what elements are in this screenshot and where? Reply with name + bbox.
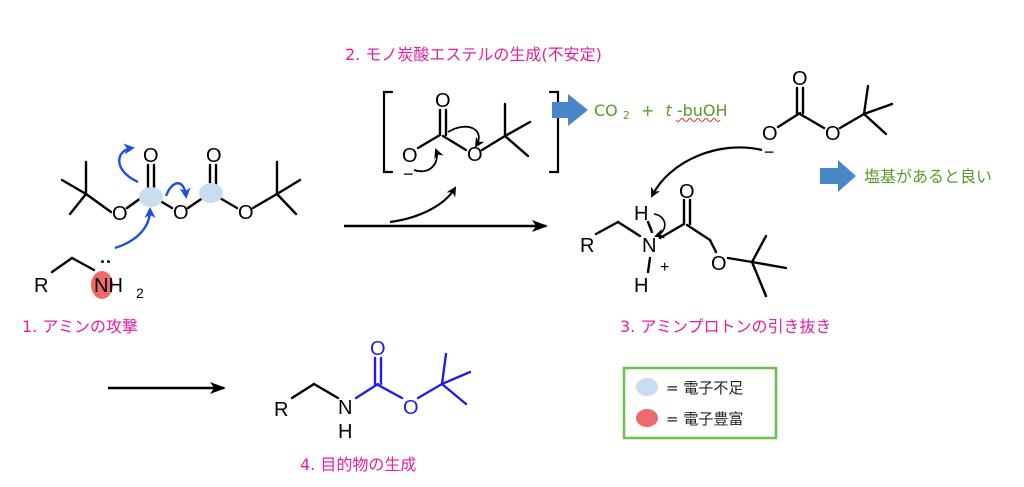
tert-butoxy-carbonate-anion: O − O O bbox=[762, 68, 894, 162]
svg-text:CO 2 + t: CO 2 + t -buOH bbox=[594, 101, 728, 123]
byproducts: CO 2 + t -buOH bbox=[594, 101, 728, 123]
flow-arrow-byproduct bbox=[552, 94, 588, 126]
arrow-nh-bond bbox=[653, 213, 666, 239]
amine-reactant: R NH 2 ·· bbox=[34, 252, 144, 301]
step2-label: 2. モノ炭酸エステルの生成(不安定) bbox=[345, 45, 602, 64]
atom-o-carbonyl-step3-product: O bbox=[679, 181, 695, 203]
step4-label: 4. 目的物の生成 bbox=[300, 455, 416, 474]
atom-h-bottom: H bbox=[634, 275, 648, 297]
electron-deficient-marker-1 bbox=[139, 187, 163, 207]
tbu-italic: t bbox=[665, 101, 672, 120]
atom-o-carbonyl-step3: O bbox=[792, 68, 808, 90]
anion-charge: − bbox=[403, 164, 414, 184]
lone-pair: ·· bbox=[100, 252, 112, 272]
arrow-bond-cleavage bbox=[164, 182, 191, 199]
nh2-subscript: 2 bbox=[136, 285, 144, 301]
boc-anhydride: O O O O O bbox=[60, 145, 302, 225]
atom-h-top: H bbox=[634, 203, 648, 225]
atom-o-anion: O bbox=[402, 145, 418, 167]
atom-n-product: N bbox=[338, 397, 352, 419]
atom-h-product: H bbox=[338, 421, 352, 443]
co2-subscript: 2 bbox=[623, 109, 630, 122]
legend-swatch-rich bbox=[636, 409, 658, 427]
atom-o-ester-step3-product: O bbox=[711, 253, 727, 275]
legend: = 電子不足 = 電子豊富 bbox=[622, 366, 778, 440]
plus-sign: + bbox=[641, 101, 654, 120]
step3-label: 3. アミンプロトンの引き抜き bbox=[620, 317, 832, 336]
atom-o-right-ester: O bbox=[238, 202, 254, 224]
arrow-carbonyl-to-oxygen bbox=[118, 143, 139, 184]
step1-label: 1. アミンの攻撃 bbox=[22, 317, 138, 336]
atom-n-ammonium: N bbox=[642, 235, 656, 257]
legend-swatch-deficient bbox=[636, 378, 658, 396]
atom-o-carbonyl-product: O bbox=[370, 338, 386, 360]
atom-r-step3: R bbox=[580, 235, 594, 257]
branch-arrow-to-intermediate bbox=[389, 186, 457, 224]
atom-o-left-ester: O bbox=[112, 203, 128, 225]
arrow-decarboxylation bbox=[447, 125, 485, 148]
ammonium-carbamate: R N H H + O O bbox=[580, 181, 788, 298]
ammonium-charge: + bbox=[660, 259, 669, 276]
anion-charge-step3: − bbox=[764, 142, 775, 162]
atom-o-carbonyl-1: O bbox=[143, 145, 159, 167]
boc-protected-amine: R N H O O bbox=[274, 338, 472, 443]
legend-deficient: = 電子不足 bbox=[666, 379, 743, 397]
arrow-deprotonation bbox=[651, 146, 763, 198]
spellcheck-underline bbox=[675, 118, 721, 122]
legend-rich: = 電子豊富 bbox=[666, 410, 743, 428]
atom-nh2: NH bbox=[94, 275, 123, 297]
monocarbonate-intermediate: O − O O bbox=[402, 90, 532, 184]
atom-r-product: R bbox=[274, 399, 288, 421]
atom-o-ester-int: O bbox=[467, 144, 483, 166]
atom-o-bridge: O bbox=[173, 202, 189, 224]
arrow-amine-attack bbox=[114, 207, 156, 250]
base-note: 塩基があると良い bbox=[864, 167, 992, 186]
arrow-anion-push bbox=[413, 148, 444, 173]
co2-text: CO bbox=[594, 101, 618, 120]
tbuoh-text: -buOH bbox=[677, 101, 728, 120]
atom-o-carbonyl-int: O bbox=[435, 90, 451, 112]
flow-arrow-base-note bbox=[820, 160, 856, 192]
atom-o-anion-step3: O bbox=[762, 123, 778, 145]
atom-o-carbonyl-2: O bbox=[206, 145, 222, 167]
electron-deficient-marker-2 bbox=[199, 183, 223, 203]
atom-o-ester-product: O bbox=[403, 397, 419, 419]
intermediate-bracket bbox=[382, 90, 560, 174]
atom-o-ester-step3: O bbox=[825, 123, 841, 145]
electron-rich-marker bbox=[91, 271, 113, 299]
atom-r-amine: R bbox=[34, 275, 48, 297]
